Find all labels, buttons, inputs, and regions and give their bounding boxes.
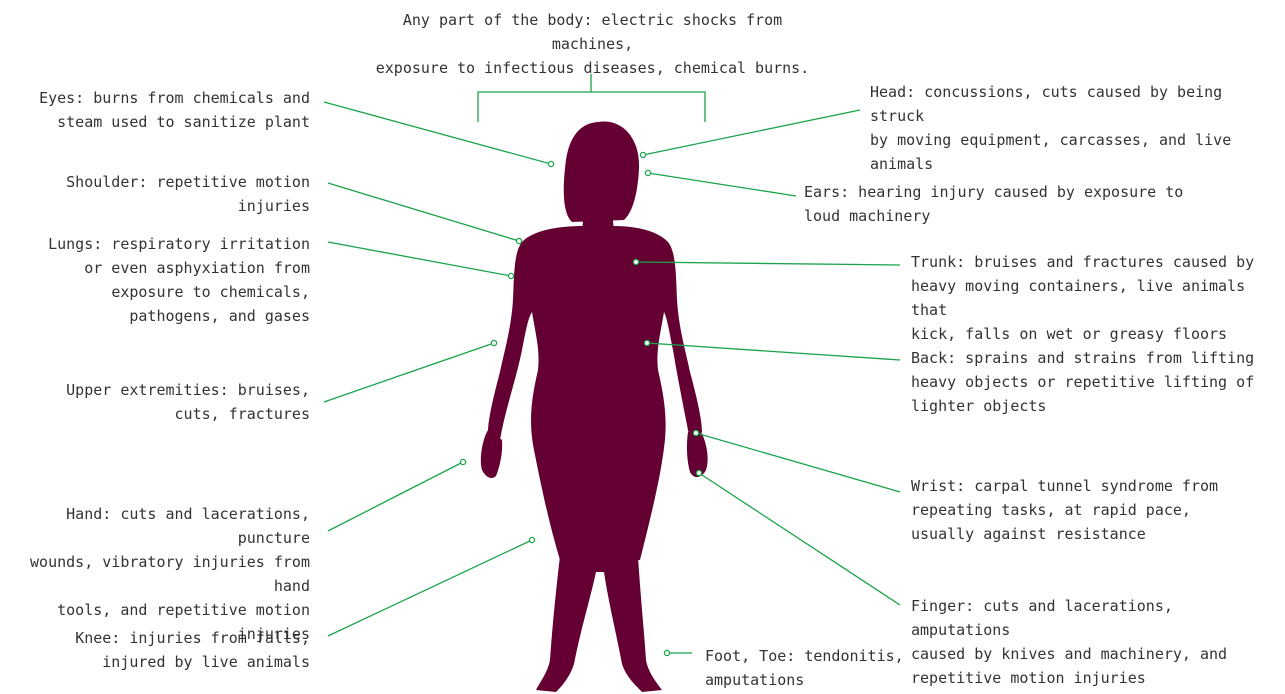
knee-label: Knee: injuries from falls, injured by li… (10, 626, 310, 674)
upper-extremities-label: Upper extremities: bruises, cuts, fractu… (10, 378, 310, 426)
torso-shape (488, 226, 702, 560)
eyes-label: Eyes: burns from chemicals and steam use… (10, 86, 310, 134)
head-shape (564, 121, 639, 222)
ears-leader-line (648, 173, 796, 196)
foot-marker (664, 650, 669, 655)
hand-leader-line (328, 462, 463, 531)
hand-label: Hand: cuts and lacerations, puncture wou… (0, 502, 310, 646)
lungs-label: Lungs: respiratory irritation or even as… (10, 232, 310, 328)
hand-marker (460, 459, 465, 464)
head-marker (640, 152, 645, 157)
upper-marker (491, 340, 496, 345)
trunk-marker (633, 259, 638, 264)
finger-marker (696, 470, 701, 475)
human-silhouette (481, 121, 708, 692)
head-leader-line (643, 110, 860, 155)
back-label: Back: sprains and strains from lifting h… (911, 346, 1281, 418)
back-marker (644, 340, 649, 345)
knee-leader-line (328, 540, 532, 636)
upper-leader-line (324, 343, 494, 402)
eyes-leader-line (324, 102, 551, 164)
any-part-label: Any part of the body: electric shocks fr… (370, 8, 815, 80)
trunk-leader-line (636, 262, 900, 265)
foot-label: Foot, Toe: tendonitis, amputations (705, 644, 905, 692)
any-part-bracket (478, 74, 705, 122)
head-label: Head: concussions, cuts caused by being … (870, 80, 1282, 176)
ears-label: Ears: hearing injury caused by exposure … (804, 180, 1184, 228)
finger-leader-line (699, 473, 900, 605)
lungs-marker (508, 273, 513, 278)
ears-marker (645, 170, 650, 175)
legs-shape (536, 556, 662, 692)
right-hand-shape (687, 430, 708, 477)
shoulder-label: Shoulder: repetitive motion injuries (0, 170, 310, 218)
trunk-label: Trunk: bruises and fractures caused by h… (911, 250, 1281, 346)
finger-label: Finger: cuts and lacerations, amputation… (911, 594, 1281, 690)
wrist-label: Wrist: carpal tunnel syndrome from repea… (911, 474, 1281, 546)
shoulder-marker (516, 238, 521, 243)
shoulder-leader-line (328, 183, 519, 241)
wrist-marker (693, 430, 698, 435)
lungs-leader-line (328, 242, 511, 276)
eyes-marker (548, 161, 553, 166)
wrist-leader-line (696, 433, 900, 492)
knee-marker (529, 537, 534, 542)
